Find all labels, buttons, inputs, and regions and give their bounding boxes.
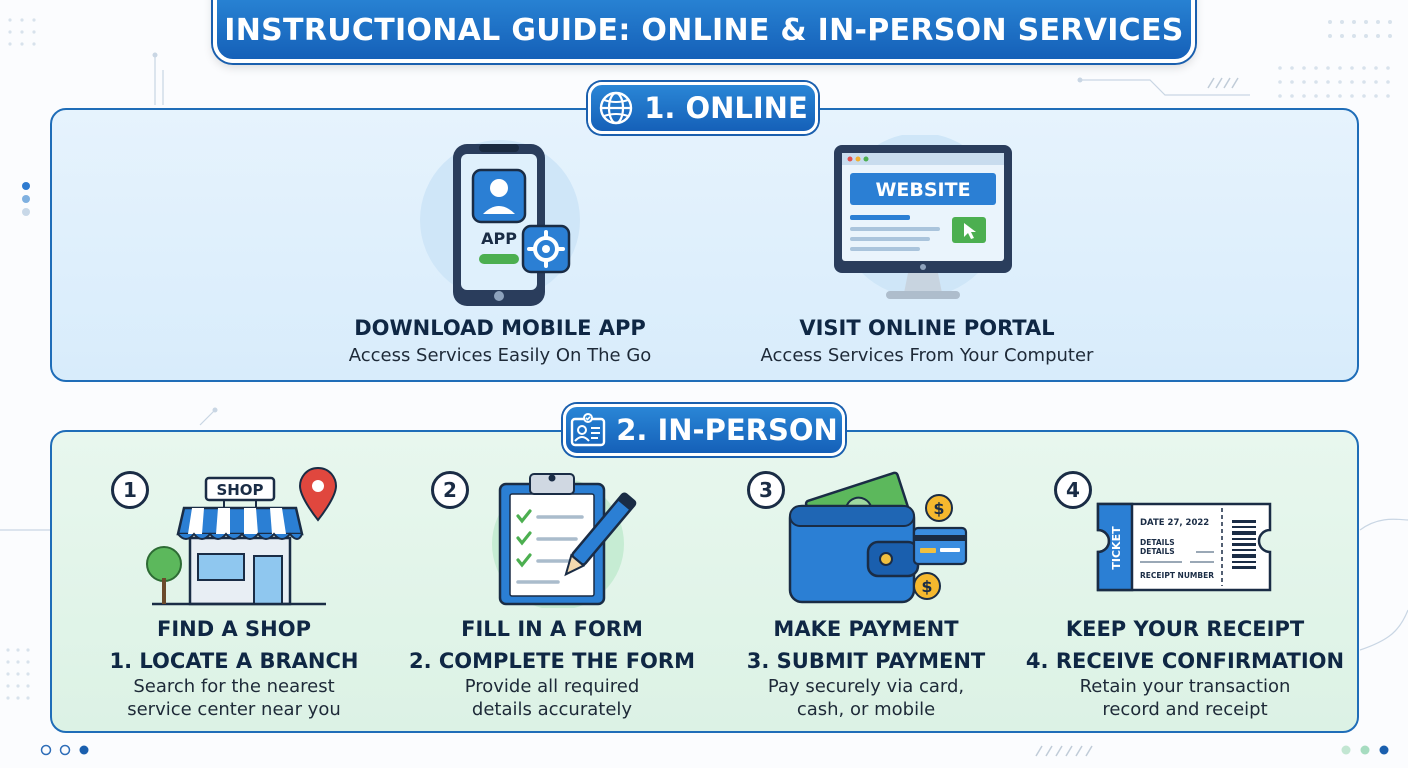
step-desc-3: Pay securely via card, cash, or mobile bbox=[767, 676, 965, 720]
ticket-details-1: DETAILS bbox=[1140, 538, 1175, 547]
step-desc-1: Search for the nearest service center ne… bbox=[127, 676, 341, 720]
title-banner: INSTRUCTIONAL GUIDE: ONLINE & IN-PERSON … bbox=[213, 0, 1195, 63]
step-subtitle-3: 3. SUBMIT PAYMENT bbox=[746, 649, 986, 673]
clipboard-form-icon bbox=[492, 473, 637, 608]
ticket-receipt-text: RECEIPT NUMBER bbox=[1140, 571, 1214, 580]
step-desc-2: Provide all required details accurately bbox=[464, 676, 640, 720]
website-screen-label: WEBSITE bbox=[875, 179, 970, 201]
online-section-header: 1. ONLINE bbox=[588, 82, 818, 134]
page-title: INSTRUCTIONAL GUIDE: ONLINE & IN-PERSON … bbox=[224, 13, 1184, 48]
ticket-side-text: TICKET bbox=[1110, 526, 1123, 570]
mobile-app-icon: APP bbox=[420, 140, 580, 306]
step-desc-4: Retain your transaction record and recei… bbox=[1079, 676, 1291, 720]
online-section-panel bbox=[50, 108, 1359, 382]
ticket-details-2: DETAILS bbox=[1140, 547, 1175, 556]
ticket-receipt-icon: TICKET DATE 27, 2022 DETAILS DETAILS REC… bbox=[1096, 502, 1272, 592]
card-title-mobile-app: DOWNLOAD MOBILE APP bbox=[354, 316, 646, 340]
step-number-3: 3 bbox=[747, 471, 785, 509]
step-number-2: 2 bbox=[431, 471, 469, 509]
id-card-icon bbox=[570, 413, 606, 447]
svg-text:$: $ bbox=[921, 577, 932, 596]
svg-text:$: $ bbox=[933, 499, 944, 518]
card-subtitle-online-portal: Access Services From Your Computer bbox=[760, 345, 1094, 366]
step-subtitle-4: 4. RECEIVE CONFIRMATION bbox=[1025, 649, 1345, 673]
ticket-date-text: DATE 27, 2022 bbox=[1140, 518, 1209, 528]
inperson-section-header: 2. IN-PERSON bbox=[563, 404, 845, 456]
online-section-label: 1. ONLINE bbox=[644, 91, 808, 125]
card-subtitle-mobile-app: Access Services Easily On The Go bbox=[348, 345, 652, 366]
inperson-section-label: 2. IN-PERSON bbox=[616, 413, 838, 447]
globe-icon bbox=[598, 90, 634, 126]
step-title-1: FIND A SHOP bbox=[157, 617, 311, 641]
step-title-3: MAKE PAYMENT bbox=[773, 617, 959, 641]
step-title-4: KEEP YOUR RECEIPT bbox=[1065, 617, 1305, 641]
card-title-online-portal: VISIT ONLINE PORTAL bbox=[799, 316, 1055, 340]
step-number-4: 4 bbox=[1054, 471, 1092, 509]
step-title-2: FILL IN A FORM bbox=[461, 617, 643, 641]
wallet-payment-icon: $ $ bbox=[788, 471, 968, 604]
shop-icon: SHOP bbox=[146, 466, 338, 606]
step-number-1: 1 bbox=[111, 471, 149, 509]
shop-sign-text: SHOP bbox=[216, 481, 263, 499]
step-subtitle-2: 2. COMPLETE THE FORM bbox=[409, 649, 695, 673]
app-screen-label: APP bbox=[481, 229, 517, 248]
step-subtitle-1: 1. LOCATE A BRANCH bbox=[109, 649, 359, 673]
monitor-website-icon: WEBSITE bbox=[834, 135, 1012, 299]
